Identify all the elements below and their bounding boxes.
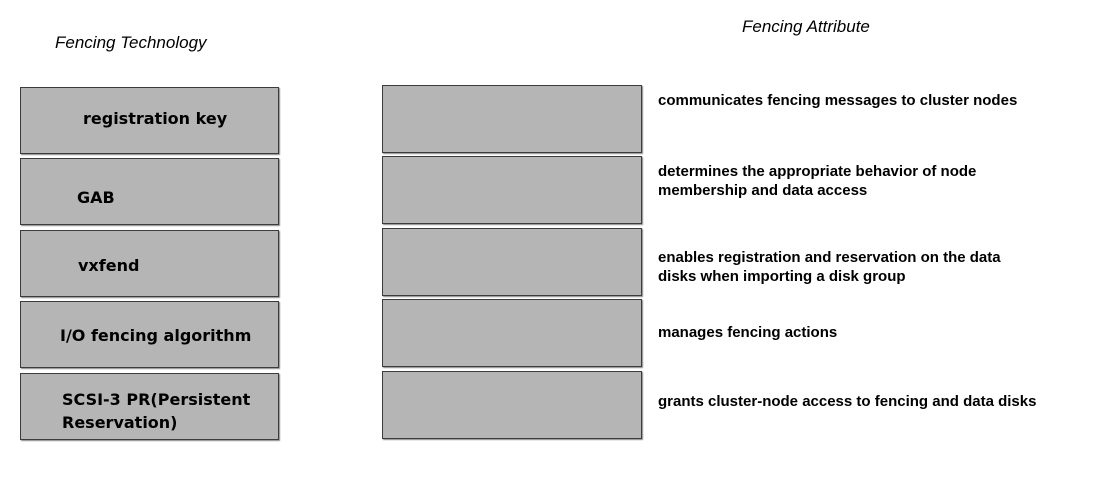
technology-item-gab[interactable]: GAB: [20, 158, 279, 225]
drop-target-3[interactable]: [382, 228, 642, 296]
fencing-technology-heading: Fencing Technology: [55, 33, 207, 52]
drop-target-5[interactable]: [382, 371, 642, 439]
attribute-text-1: communicates fencing messages to cluster…: [658, 92, 1018, 109]
fencing-attribute-heading: Fencing Attribute: [742, 17, 870, 36]
attribute-text-2: determines the appropriate behavior of n…: [658, 163, 977, 199]
technology-item-io-fencing-algorithm[interactable]: I/O fencing algorithm: [20, 301, 279, 368]
technology-label: registration key: [83, 109, 228, 128]
technology-label: GAB: [77, 188, 115, 207]
technology-label: I/O fencing algorithm: [60, 326, 252, 345]
technology-label: SCSI-3 PR(Persistent Reservation): [62, 390, 251, 432]
drop-target-1[interactable]: [382, 85, 642, 153]
attribute-text-5: grants cluster-node access to fencing an…: [658, 393, 1037, 410]
technology-label: vxfend: [78, 256, 140, 275]
technology-item-registration-key[interactable]: registration key: [20, 87, 279, 154]
technology-item-vxfend[interactable]: vxfend: [20, 230, 279, 297]
drop-target-2[interactable]: [382, 156, 642, 224]
technology-item-scsi3-pr[interactable]: SCSI-3 PR(Persistent Reservation): [20, 373, 279, 440]
attribute-text-3: enables registration and reservation on …: [658, 249, 1001, 285]
drop-target-4[interactable]: [382, 299, 642, 367]
attribute-text-4: manages fencing actions: [658, 324, 838, 341]
